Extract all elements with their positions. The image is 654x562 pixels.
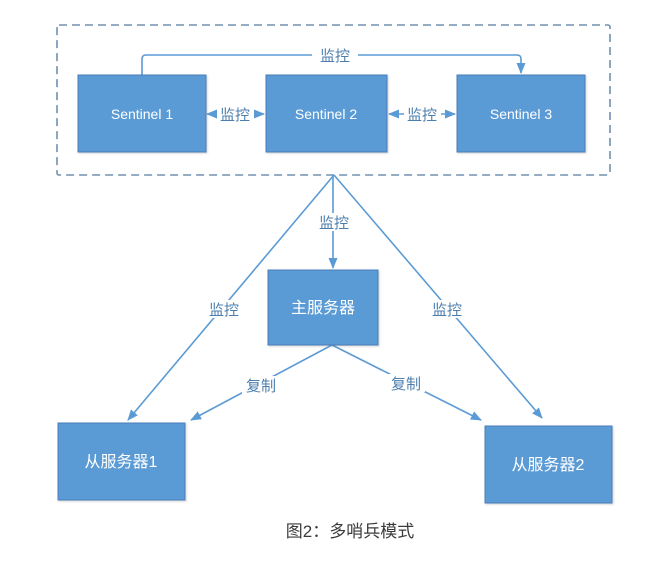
slave-server-1-node: 从服务器1 bbox=[57, 422, 186, 501]
master-server-box bbox=[267, 269, 379, 346]
sentinel-2-label: Sentinel 2 bbox=[295, 106, 357, 122]
monitor-label-slave2: 监控 bbox=[432, 302, 462, 319]
monitor-label-top: 监控 bbox=[320, 48, 350, 65]
monitor-edge-sentinels-slave2 bbox=[333, 174, 543, 419]
sentinel-3-box bbox=[456, 74, 586, 153]
label-gap bbox=[205, 300, 243, 318]
sentinel-3-label: Sentinel 3 bbox=[490, 106, 552, 122]
label-gap bbox=[242, 376, 280, 394]
sentinel-1-label: Sentinel 1 bbox=[111, 106, 173, 122]
replicate-label-slave1: 复制 bbox=[246, 377, 276, 395]
sentinel-3-node: Sentinel 3 bbox=[456, 74, 586, 153]
sentinel-2-box bbox=[265, 74, 388, 153]
monitor-label-master: 监控 bbox=[319, 215, 349, 232]
slave-server-2-label: 从服务器2 bbox=[512, 456, 585, 474]
label-gap bbox=[404, 105, 441, 123]
monitor-label-s1-s2: 监控 bbox=[220, 107, 250, 124]
replicate-label-slave2: 复制 bbox=[391, 375, 421, 393]
label-gap bbox=[428, 300, 466, 318]
slave-server-2-box bbox=[484, 425, 613, 504]
slave-server-2-node: 从服务器2 bbox=[484, 425, 613, 504]
monitor-edge-sentinels-slave1 bbox=[127, 174, 335, 421]
master-server-node: 主服务器 bbox=[267, 269, 379, 346]
sentinel-1-box bbox=[77, 74, 207, 153]
label-gap bbox=[217, 105, 254, 123]
slave-server-1-label: 从服务器1 bbox=[85, 453, 158, 471]
slave-server-1-box bbox=[57, 422, 186, 501]
label-gap bbox=[387, 374, 425, 392]
sentinel-1-node: Sentinel 1 bbox=[77, 74, 207, 153]
figure-caption: 图2：多哨兵模式 bbox=[286, 522, 414, 541]
label-gap bbox=[315, 213, 352, 231]
label-gap bbox=[312, 46, 358, 64]
master-server-label: 主服务器 bbox=[291, 299, 355, 317]
monitor-label-slave1: 监控 bbox=[209, 302, 239, 319]
monitor-label-s2-s3: 监控 bbox=[407, 107, 437, 124]
sentinel-2-node: Sentinel 2 bbox=[265, 74, 388, 153]
